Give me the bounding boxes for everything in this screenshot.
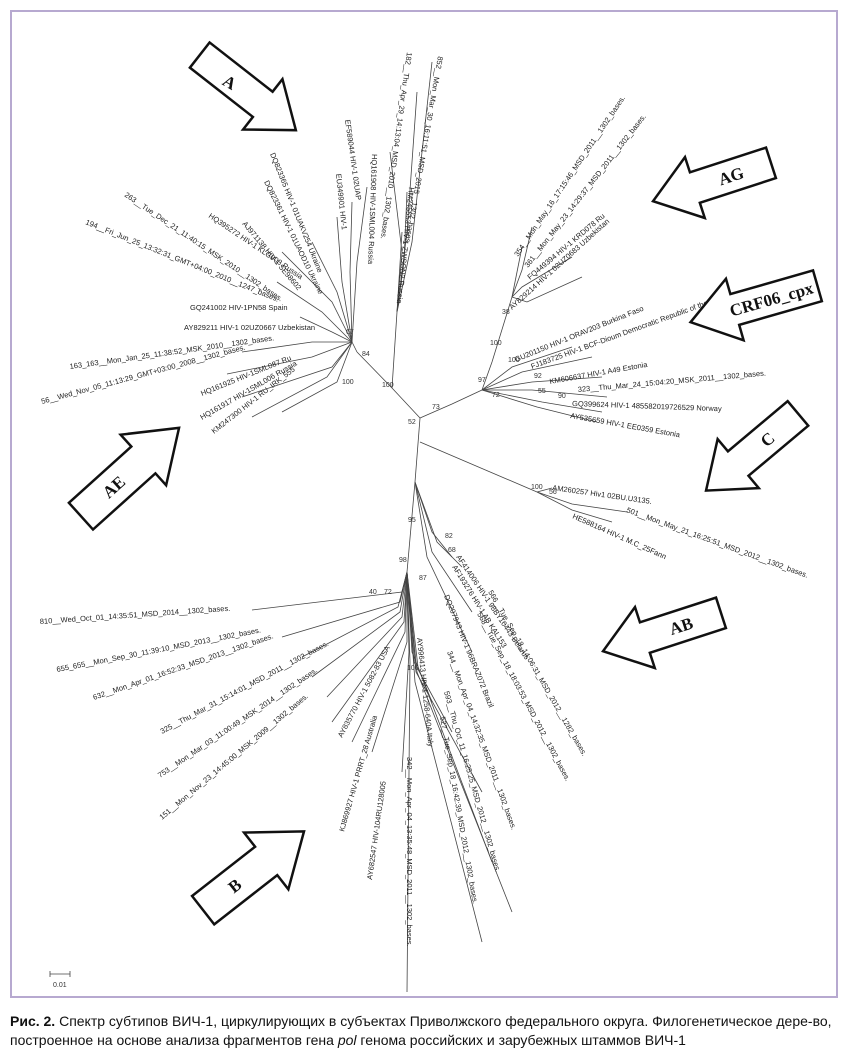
bootstrap-value: 67 [346, 329, 354, 336]
phylogenetic-tree: 100 52 73 97 72 92 55 90 100 84 67 100 5… [40, 40, 824, 993]
leaf-label: AY996413 HIV-1 1258-640A Italy [415, 637, 435, 747]
scale-bar: 0.01 [49, 971, 71, 989]
figure-caption: Рис. 2. Спектр субтипов ВИЧ-1, циркулиру… [10, 1012, 840, 1050]
bootstrap-value: 56 [549, 489, 557, 496]
figure-frame: 100 52 73 97 72 92 55 90 100 84 67 100 5… [10, 10, 838, 998]
caption-gene: pol [337, 1032, 357, 1048]
subtype-arrow-AG: AG [651, 146, 778, 220]
leaf-label: AY535659 HIV-1 EE0359 Estonia [570, 411, 682, 439]
bootstrap-value: 98 [399, 557, 407, 564]
leaf-label: 354__Mon_May_16_17:15:46_MSD_2011__1302_… [512, 94, 627, 258]
bootstrap-value: 100 [382, 382, 394, 389]
leaf-label: FJ183725 HIV-1 BCF-Dioum Democratic Repu… [530, 290, 732, 371]
leaf-label: HQ161908 HIV-1SML004 Russia [366, 154, 379, 265]
bootstrap-value: 100 [342, 379, 354, 386]
bootstrap-value: 90 [558, 393, 566, 400]
subtype-arrow-C: C [704, 399, 811, 492]
leaf-label: 810__Wed_Oct_01_14:35:51_MSD_2014__1302_… [40, 604, 231, 626]
caption-text-2: генома российских и зарубежных штаммов В… [356, 1032, 686, 1048]
scale-bar-label: 0.01 [53, 982, 67, 989]
bootstrap-value: 82 [445, 533, 453, 540]
leaf-label: EU349901 HIV-1 [334, 173, 349, 230]
subtype-arrow-AB: AB [601, 596, 728, 670]
bootstrap-value: 100 [407, 665, 419, 672]
bootstrap-value: 95 [408, 517, 416, 524]
bootstrap-value: 100 [508, 357, 520, 364]
leaf-label: 501__Mon_May_21_16:25:51_MSD_2012__1302_… [625, 505, 809, 579]
bootstrap-value: 100 [490, 340, 502, 347]
leaf-label: EF589044 HIV-1 02UAP [343, 119, 363, 201]
bootstrap-value: 92 [534, 373, 542, 380]
tree-branches [226, 61, 628, 993]
bootstrap-value: 84 [362, 351, 370, 358]
bootstrap-value: 40 [369, 589, 377, 596]
subtype-arrow-B: B [190, 830, 306, 927]
caption-text-1: Спектр субтипов ВИЧ-1, циркулирующих в с… [10, 1013, 832, 1048]
leaf-label: AY682547 HIV-104RU128005 [365, 780, 388, 880]
leaf-label: GQ241002 HIV-1PN58 Spain [190, 303, 288, 312]
bootstrap-value: 97 [478, 377, 486, 384]
leaf-label: 342__Mon_Apr_04_13:35:48_MSD_2011__1302_… [405, 757, 414, 947]
bootstrap-value: 68 [448, 547, 456, 554]
leaf-label: AY835770 HIV-1 5082-83 USA [336, 644, 392, 739]
bootstrap-values: 100 52 73 97 72 92 55 90 100 84 67 100 5… [342, 309, 566, 672]
bootstrap-value: 87 [419, 575, 427, 582]
bootstrap-value: 100 [531, 484, 543, 491]
caption-label: Рис. 2. [10, 1013, 56, 1029]
bootstrap-value: 72 [492, 392, 500, 399]
bootstrap-value: 38 [502, 309, 510, 316]
subtype-arrow-AE: AE [67, 426, 181, 532]
bootstrap-value: 55 [538, 388, 546, 395]
bootstrap-value: 73 [432, 404, 440, 411]
bootstrap-value: 72 [384, 589, 392, 596]
subtype-arrow-A: A [188, 40, 298, 132]
leaf-label: HM245553 HIV-1 ZWSON2 Russia [395, 187, 416, 305]
bootstrap-value: 52 [408, 419, 416, 426]
leaf-label: AY829211 HIV-1 02UZ0667 Uzbekistan [184, 323, 315, 332]
